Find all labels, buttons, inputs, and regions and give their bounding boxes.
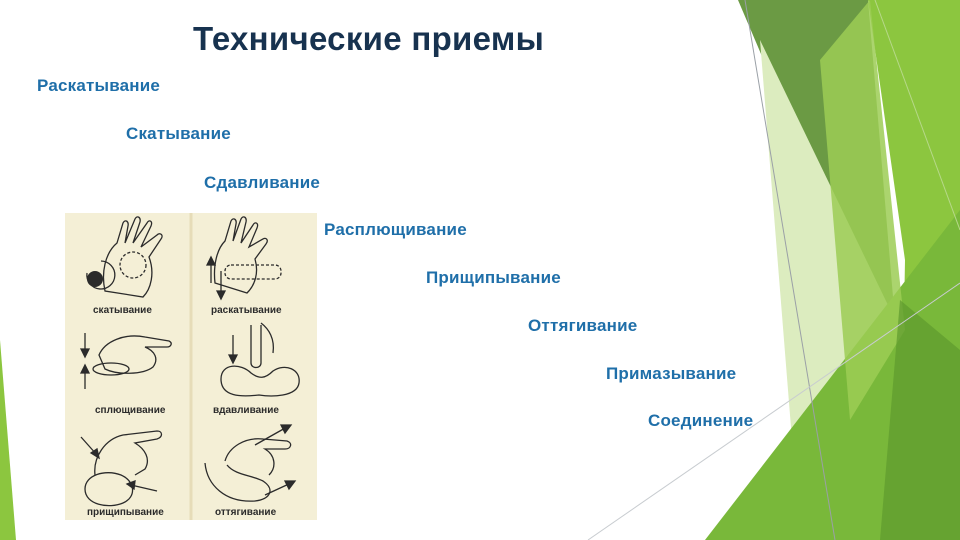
decorative-line-2 <box>587 282 960 540</box>
hand-open-icon <box>102 216 163 298</box>
finger-back-icon <box>260 322 275 354</box>
arrow-left-icon <box>130 484 158 492</box>
panel-flattening <box>79 333 172 389</box>
technique-rolling: Скатывание <box>126 124 231 143</box>
clay-pulled-icon <box>204 462 271 502</box>
technique-squeezing: Сдавливание <box>204 173 321 192</box>
panel-pressing-in <box>220 322 300 397</box>
clay-lump-icon <box>84 472 134 507</box>
caption-flattening: сплющивание <box>95 405 166 416</box>
technique-pulling: Оттягивание <box>528 316 638 335</box>
panel-pinching <box>80 430 163 507</box>
hand-pull-icon <box>224 438 292 476</box>
finger-press-icon <box>250 325 262 369</box>
arrow-right-icon <box>254 426 288 446</box>
clay-roll-icon <box>224 264 282 280</box>
right-center-green-shape <box>820 0 905 420</box>
clay-flat-icon <box>92 362 130 376</box>
hand-pinch-icon <box>94 430 163 476</box>
decorative-line-1 <box>744 0 836 540</box>
technique-rolling-out: Раскатывание <box>37 76 161 95</box>
panel-rolling <box>86 216 163 298</box>
caption-rolling-out: раскатывание <box>211 305 282 316</box>
slide-title: Технические приемы <box>193 20 545 57</box>
caption-pressing-in: вдавливание <box>213 405 279 416</box>
technique-joining: Соединение <box>648 411 754 430</box>
technique-pinching: Прищипывание <box>426 268 561 287</box>
clay-dent-icon <box>220 365 300 397</box>
panel-rolling-out <box>205 216 282 301</box>
hand-flat-icon <box>213 216 268 294</box>
caption-pulling: оттягивание <box>215 507 277 518</box>
decorative-line-3 <box>874 0 960 231</box>
right-bottom-dark-wedge <box>880 300 960 540</box>
hand-press-icon <box>98 335 172 374</box>
caption-pinching: прищипывание <box>87 507 164 518</box>
left-edge-green-shape <box>0 340 16 540</box>
technique-smearing: Примазывание <box>606 364 737 383</box>
panel-pulling <box>204 424 297 502</box>
clay-ball-icon <box>119 251 147 279</box>
caption-rolling: скатывание <box>93 305 152 316</box>
hand-techniques-illustration: скатывание раскатывание сплющивание <box>65 213 317 520</box>
technique-flattening: Расплющивание <box>324 220 467 239</box>
